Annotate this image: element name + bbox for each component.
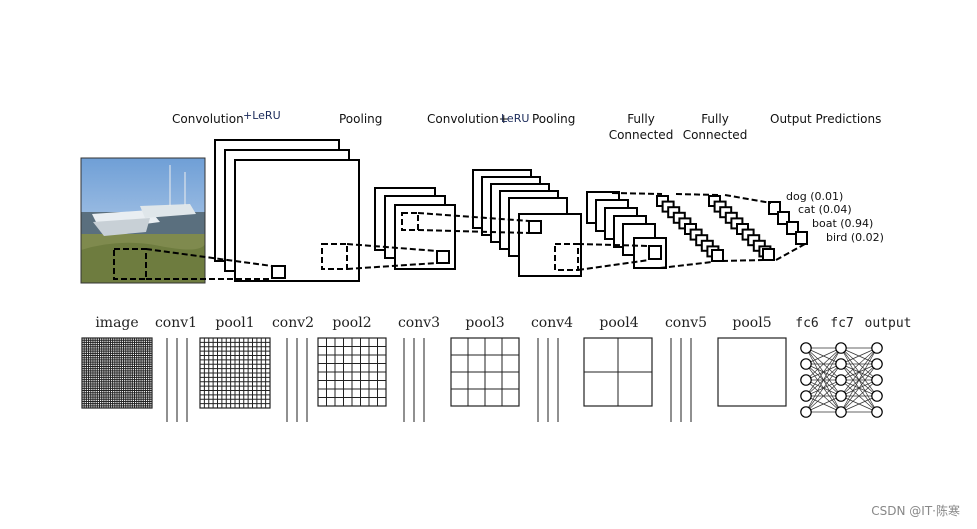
fc-node	[835, 342, 847, 354]
prediction-cat: cat (0.04)	[798, 203, 852, 216]
pool1-feature-stack	[374, 187, 456, 270]
fc-connection	[805, 347, 842, 365]
prediction-boat: boat (0.94)	[812, 217, 873, 230]
fc2-neuron-column	[708, 195, 772, 258]
bottom-label-output: output	[865, 316, 912, 331]
bottom-label-fc7: fc7	[830, 316, 853, 331]
fc-node	[871, 374, 883, 386]
fc-network-diagram	[800, 342, 883, 418]
label-pooling-2: Pooling	[532, 112, 575, 126]
fc-connection	[805, 363, 842, 413]
fc-connection	[840, 347, 878, 397]
fc-node	[800, 342, 812, 354]
bottom-label-conv2: conv2	[272, 315, 314, 331]
grid-pool4	[583, 337, 653, 407]
bottom-label-pool4: pool4	[599, 315, 638, 331]
label-fully-connected-2-line2: Connected	[683, 128, 748, 142]
label-pooling-1: Pooling	[339, 112, 382, 126]
bottom-label-image: image	[95, 315, 138, 331]
fc-node	[835, 390, 847, 402]
input-photo	[80, 157, 206, 284]
grid-image	[81, 337, 153, 409]
bottom-label-fc6: fc6	[795, 316, 818, 331]
prediction-dog: dog (0.01)	[786, 190, 843, 203]
fc-node	[871, 358, 883, 370]
fc-node	[800, 406, 812, 418]
pool2-feature-stack	[586, 191, 667, 269]
grid-pool5	[717, 337, 787, 407]
label-lerl-2: LeRU	[501, 112, 529, 125]
fc-node	[835, 374, 847, 386]
label-fully-connected-2-line1: Fully	[701, 112, 729, 126]
grid-pool1	[199, 337, 271, 409]
fc-connection	[840, 347, 878, 365]
prediction-bird: bird (0.02)	[826, 231, 884, 244]
bottom-label-pool5: pool5	[732, 315, 771, 331]
fc-connection	[840, 347, 878, 413]
conv2-feature-stack	[472, 169, 582, 277]
fc-node	[871, 390, 883, 402]
bottom-label-conv1: conv1	[155, 315, 197, 331]
watermark: CSDN @IT·陈寒	[871, 503, 960, 518]
fc-connection	[840, 395, 878, 413]
fc-node	[835, 358, 847, 370]
grid-pool2	[317, 337, 387, 407]
fc-connection	[805, 347, 842, 413]
fc-node	[871, 342, 883, 354]
bottom-grids	[81, 337, 787, 409]
grid-pool3	[450, 337, 520, 407]
conv1-feature-stack	[214, 139, 360, 282]
bottom-label-conv3: conv3	[398, 315, 440, 331]
label-output-predictions: Output Predictions	[770, 112, 881, 126]
fc-connection	[840, 363, 878, 413]
fc-connection	[805, 395, 842, 413]
bottom-label-pool3: pool3	[465, 315, 504, 331]
fc-connection	[805, 347, 842, 381]
bottom-label-pool1: pool1	[215, 315, 254, 331]
grid-border	[717, 337, 787, 407]
fc-node	[871, 406, 883, 418]
fc-connection	[840, 347, 878, 381]
receptive-field-solid-boxes	[271, 220, 775, 279]
fc-connection	[805, 379, 842, 413]
bottom-label-pool2: pool2	[332, 315, 371, 331]
label-convolution-1: Convolution	[172, 112, 244, 126]
receptive-field-connectors	[113, 192, 806, 280]
fc-connection	[805, 347, 842, 397]
fc-node	[800, 374, 812, 386]
fc-node	[800, 390, 812, 402]
bottom-conv-lines	[166, 338, 692, 422]
label-fully-connected-1-line2: Connected	[609, 128, 674, 142]
label-lerl-1: +LeRU	[243, 109, 281, 122]
output-neurons	[768, 201, 808, 245]
fc-node	[800, 358, 812, 370]
fc-node	[835, 406, 847, 418]
bottom-label-conv4: conv4	[531, 315, 573, 331]
bottom-label-conv5: conv5	[665, 315, 707, 331]
label-convolution-2: Convolution+	[427, 112, 509, 126]
label-fully-connected-1-line1: Fully	[627, 112, 655, 126]
fc-connection	[840, 379, 878, 413]
